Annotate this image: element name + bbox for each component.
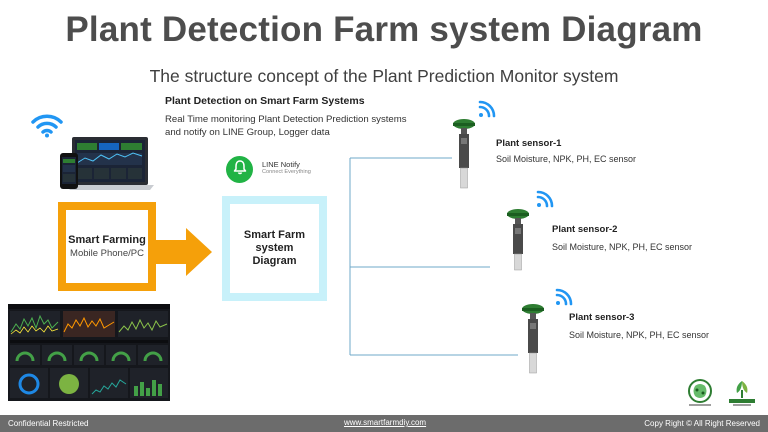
smartfarmdiy-logo-icon bbox=[725, 378, 759, 408]
bell-icon bbox=[232, 159, 248, 180]
sensor-3-wifi-icon bbox=[553, 286, 575, 306]
laptop-phone-icon bbox=[58, 135, 158, 193]
wifi-icon bbox=[30, 112, 64, 138]
sensor-3-probe-icon bbox=[521, 303, 545, 380]
page-subtitle: The structure concept of the Plant Predi… bbox=[149, 66, 619, 86]
footer-confidential: Confidential Restricted bbox=[8, 419, 89, 428]
sensor-1-title: Plant sensor-1 bbox=[496, 138, 562, 149]
smart-farm-system-label: Smart Farm system Diagram bbox=[243, 229, 306, 267]
sensor-3-title: Plant sensor-3 bbox=[569, 312, 635, 323]
sensor-2-desc: Soil Moisture, NPK, PH, EC sensor bbox=[552, 242, 693, 252]
sensor-2-probe-icon bbox=[506, 208, 530, 277]
line-notify-subtitle: Connect Everything bbox=[262, 169, 311, 175]
footer-bar: Confidential Restricted www.smartfarmdiy… bbox=[0, 415, 768, 432]
page-title: Plant Detection Farm system Diagram bbox=[65, 10, 703, 49]
sensor-2-title: Plant sensor-2 bbox=[552, 224, 618, 235]
sensor-3-desc: Soil Moisture, NPK, PH, EC sensor bbox=[569, 330, 710, 340]
footer-website-link[interactable]: www.smartfarmdiy.com bbox=[344, 418, 427, 427]
sensor-1-probe-icon bbox=[452, 118, 476, 195]
line-notify-logo bbox=[226, 156, 253, 183]
smart-farm-logo-icon bbox=[683, 378, 717, 408]
smart-farm-system-box: Smart Farm system Diagram bbox=[222, 196, 327, 301]
arrow-right-icon bbox=[156, 228, 212, 281]
sensor-1-desc: Soil Moisture, NPK, PH, EC sensor bbox=[496, 154, 637, 164]
intro-heading: Plant Detection on Smart Farm Systems bbox=[165, 95, 365, 107]
smart-farming-subtitle: Mobile Phone/PC bbox=[70, 248, 144, 259]
sensor-1-wifi-icon bbox=[476, 98, 498, 118]
smart-farming-title: Smart Farming bbox=[68, 234, 146, 246]
line-notify-title: LINE Notify bbox=[262, 160, 300, 169]
intro-body: Real Time monitoring Plant Detection Pre… bbox=[165, 114, 407, 138]
footer-copyright: Copy Right © All Right Reserved bbox=[644, 419, 760, 428]
smart-farming-box: Smart Farming Mobile Phone/PC bbox=[58, 202, 156, 291]
sensor-2-wifi-icon bbox=[534, 188, 556, 208]
dashboard-screenshot bbox=[8, 304, 170, 401]
